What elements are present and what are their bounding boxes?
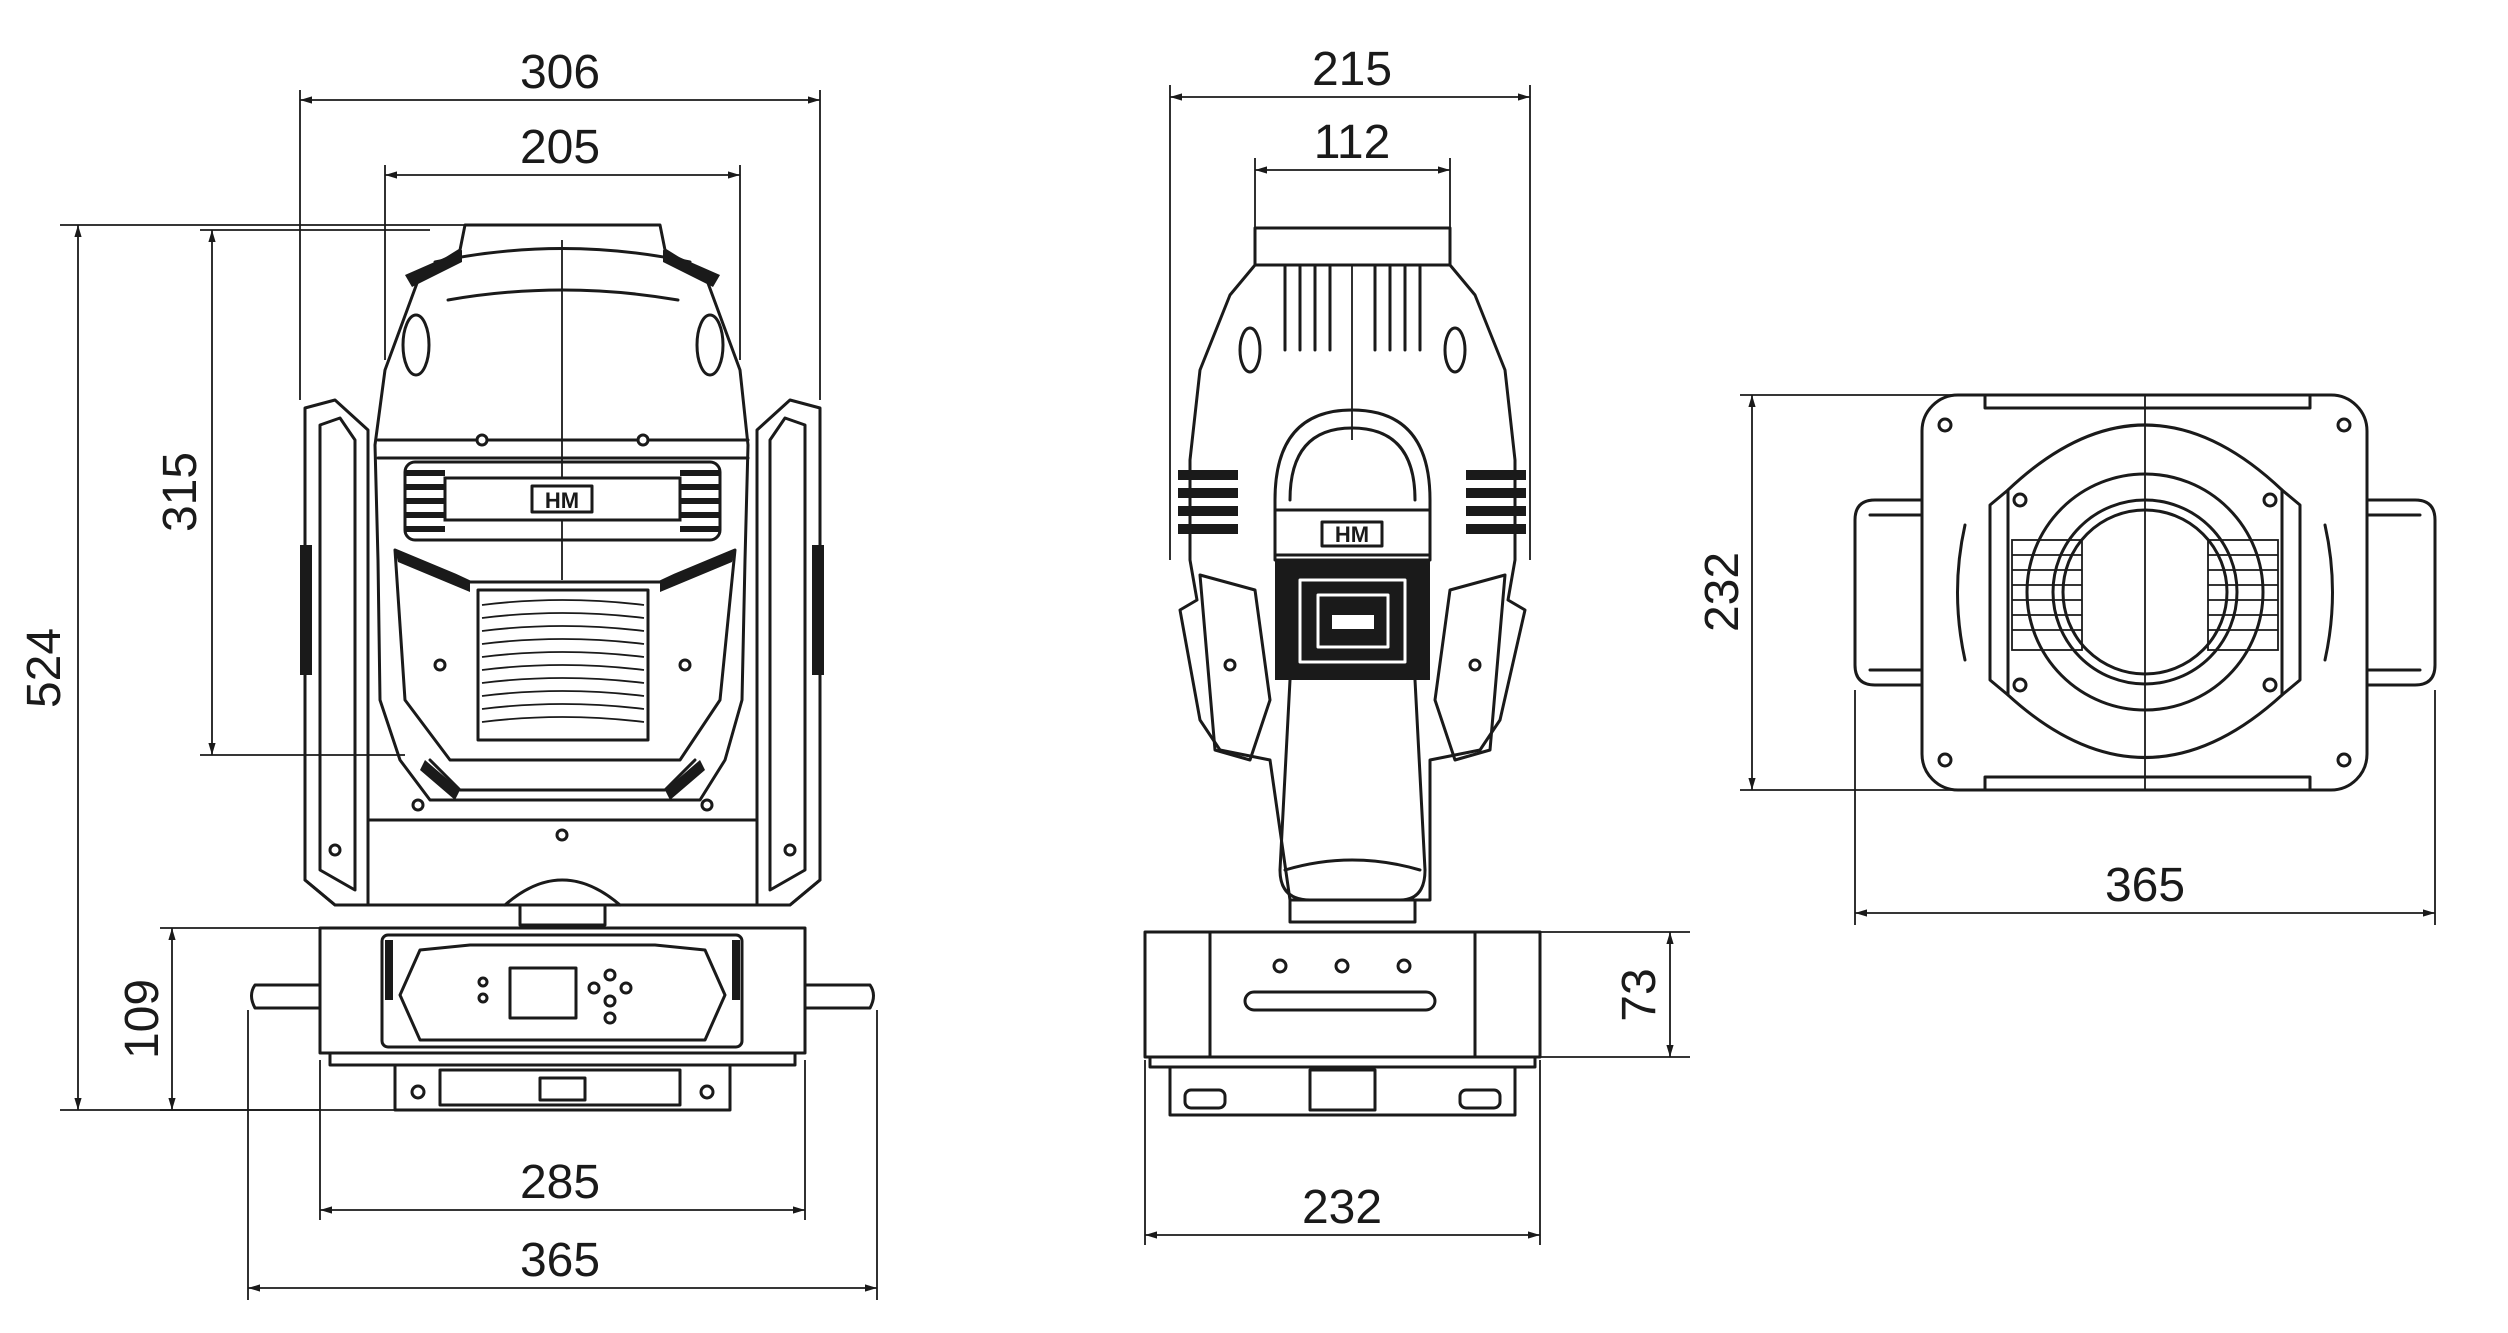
side-logo: HM xyxy=(1335,522,1369,547)
top-view xyxy=(1853,393,2437,792)
dim-front-overall-width: 306 xyxy=(520,46,600,99)
dim-front-head-height: 315 xyxy=(154,452,207,532)
dim-side-base-height: 73 xyxy=(1613,968,1666,1021)
dim-top-height: 232 xyxy=(1696,552,1749,632)
top-dimensions: 232 365 xyxy=(1696,394,2436,925)
dim-side-base-width: 232 xyxy=(1302,1181,1382,1234)
dim-side-top-width: 112 xyxy=(1314,116,1391,169)
front-logo: HM xyxy=(545,488,579,513)
side-dimensions: 215 112 73 232 xyxy=(1144,43,1690,1245)
dim-front-head-width: 205 xyxy=(520,121,600,174)
dim-front-total-height: 524 xyxy=(18,628,71,708)
front-view: HM xyxy=(250,223,875,1112)
dim-front-base-height: 109 xyxy=(116,979,169,1059)
dim-front-base-width: 285 xyxy=(520,1156,600,1209)
side-view: HM xyxy=(1143,226,1542,1117)
dim-top-width: 365 xyxy=(2105,859,2185,912)
dim-side-overall-width: 215 xyxy=(1312,43,1392,96)
dim-front-handle-width: 365 xyxy=(520,1234,600,1287)
front-dimensions: 306 205 524 315 109 285 365 xyxy=(18,46,878,1300)
